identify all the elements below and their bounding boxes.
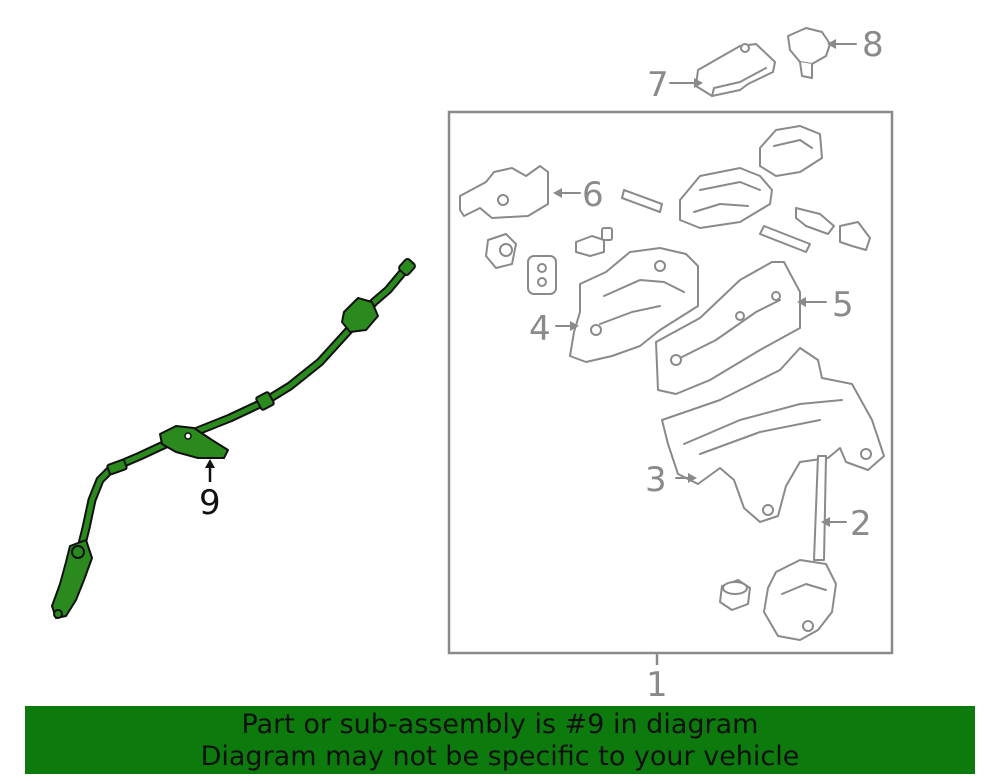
banner-line-1: Part or sub-assembly is #9 in diagram [241,709,759,740]
arrowhead-5 [797,297,806,307]
part-6-bracket[interactable] [459,165,549,219]
callout-5: 5 [832,285,854,325]
part-2-lever[interactable] [763,455,837,641]
assembly-frame [447,110,894,655]
arrowhead-9 [205,459,215,468]
upper-bracket [759,125,823,177]
callout-3: 3 [645,460,667,500]
arrowhead-6 [553,188,562,198]
end-eyelet [53,609,63,619]
arrowhead-8 [827,39,836,49]
arrowhead-3 [688,473,697,483]
small-clip-right [795,207,835,235]
callout-8: 8 [862,25,884,65]
bracket-bolt-hole [184,432,192,440]
callout-7: 7 [647,65,669,105]
part-4-plate[interactable] [569,247,699,363]
pin-lower [759,225,811,253]
callout-2: 2 [850,504,872,544]
clip [575,227,613,257]
bushing-small [485,233,517,269]
grommet [527,255,557,295]
part-8-knob[interactable] [787,27,831,79]
bushing-lower [719,579,751,611]
part-9-shift-cable[interactable] [51,258,416,619]
small-lever-right [839,221,871,251]
info-banner: Part or sub-assembly is #9 in diagram Di… [25,706,975,774]
banner-line-2: Diagram may not be specific to your vehi… [200,741,800,772]
callout-9: 9 [199,483,221,523]
part-3-base[interactable] [661,347,885,523]
callout-6: 6 [582,175,604,215]
callout-4: 4 [529,309,551,349]
arrowhead-2 [821,517,830,527]
part-7-cover[interactable] [695,43,776,97]
arrowhead-4 [570,321,579,331]
part-5-side-plate[interactable] [655,261,801,395]
callout-1: 1 [646,665,668,705]
arrowhead-7 [694,78,703,88]
indicator-housing [679,167,773,229]
pin-upper [621,189,663,213]
